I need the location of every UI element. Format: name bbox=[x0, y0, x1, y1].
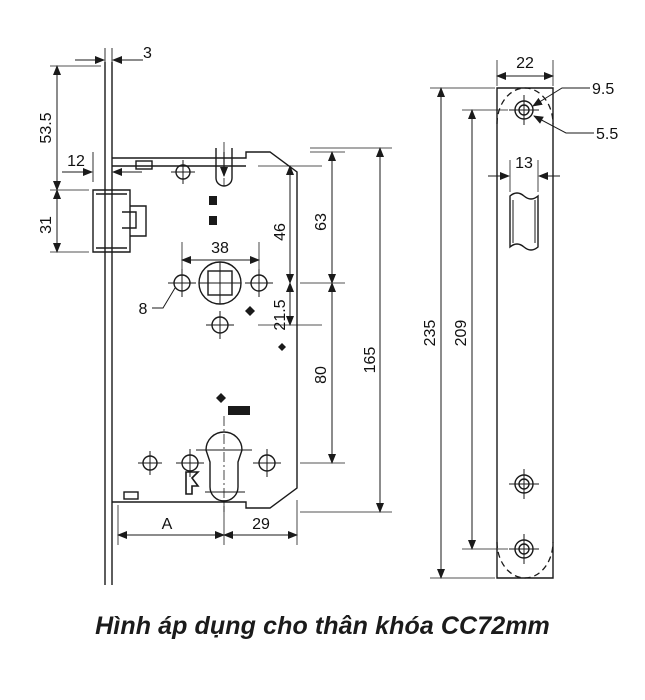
dim-text-12: 12 bbox=[67, 153, 85, 170]
dim-text-80: 80 bbox=[313, 366, 330, 384]
faceplate-screw-mid bbox=[509, 469, 539, 499]
dim-38 bbox=[181, 242, 260, 276]
hole-below-spindle bbox=[206, 311, 234, 339]
faceplate-screw-top bbox=[509, 95, 539, 125]
dim-text-A: A bbox=[162, 516, 173, 533]
pin-marker-c bbox=[216, 393, 226, 403]
dim-text-13: 13 bbox=[515, 155, 533, 172]
dim-165 bbox=[300, 147, 392, 513]
dim-text-46: 46 bbox=[272, 223, 289, 241]
dim-235 bbox=[430, 87, 495, 579]
dim-text-209: 209 bbox=[453, 320, 470, 347]
hole-cyl-right bbox=[253, 449, 281, 477]
dim-text-21-5: 21.5 bbox=[272, 299, 289, 330]
pin-marker-b bbox=[278, 343, 286, 351]
dim-text-31: 31 bbox=[38, 216, 55, 234]
dim-text-5-5: 5.5 bbox=[596, 126, 618, 143]
dim-21-5 bbox=[258, 282, 322, 326]
dim-12 bbox=[62, 152, 142, 182]
euro-cylinder-hole bbox=[196, 416, 252, 512]
case-slot-bottom bbox=[123, 491, 139, 500]
dim-text-8: 8 bbox=[139, 301, 148, 318]
stud-a bbox=[209, 196, 217, 205]
dim-text-235: 235 bbox=[422, 320, 439, 347]
dim-22 bbox=[496, 60, 554, 86]
dim-5-5-leader bbox=[533, 115, 594, 134]
dim-46 bbox=[258, 165, 322, 284]
bracket-glyph bbox=[185, 471, 200, 495]
case-slot-top bbox=[135, 160, 153, 170]
dim-text-63: 63 bbox=[313, 213, 330, 231]
hole-upper-left bbox=[171, 160, 195, 184]
stud-label-plate bbox=[228, 406, 250, 415]
dim-text-38: 38 bbox=[211, 240, 229, 257]
side-faceplate-outline bbox=[496, 87, 554, 579]
dim-text-3: 3 bbox=[143, 45, 152, 62]
faceplate-screw-bottom bbox=[509, 534, 539, 564]
dim-text-165: 165 bbox=[362, 347, 379, 374]
stud-b bbox=[209, 216, 217, 225]
faceplate-latch-opening bbox=[509, 192, 539, 251]
dim-text-29: 29 bbox=[252, 516, 270, 533]
hole-cyl-left-far bbox=[138, 451, 162, 475]
latch-bolt bbox=[92, 189, 147, 253]
dim-8-leader bbox=[152, 287, 176, 309]
spindle-hole bbox=[198, 261, 242, 305]
dim-209 bbox=[462, 109, 508, 550]
dim-text-22: 22 bbox=[516, 55, 534, 72]
dim-13 bbox=[488, 160, 560, 192]
dim-29 bbox=[223, 500, 298, 545]
dim-31 bbox=[50, 189, 89, 253]
dim-80 bbox=[300, 282, 345, 464]
dim-thickness-3 bbox=[75, 48, 143, 72]
dim-text-53-5: 53.5 bbox=[38, 112, 55, 143]
top-latch-slot bbox=[215, 142, 233, 187]
pin-marker-a bbox=[245, 306, 255, 316]
drawing-caption: Hình áp dụng cho thân khóa CC72mm bbox=[95, 612, 550, 640]
dim-text-9-5: 9.5 bbox=[592, 81, 614, 98]
dim-9-5-leader bbox=[532, 87, 590, 107]
front-faceplate bbox=[104, 62, 113, 585]
dim-63 bbox=[300, 151, 345, 284]
